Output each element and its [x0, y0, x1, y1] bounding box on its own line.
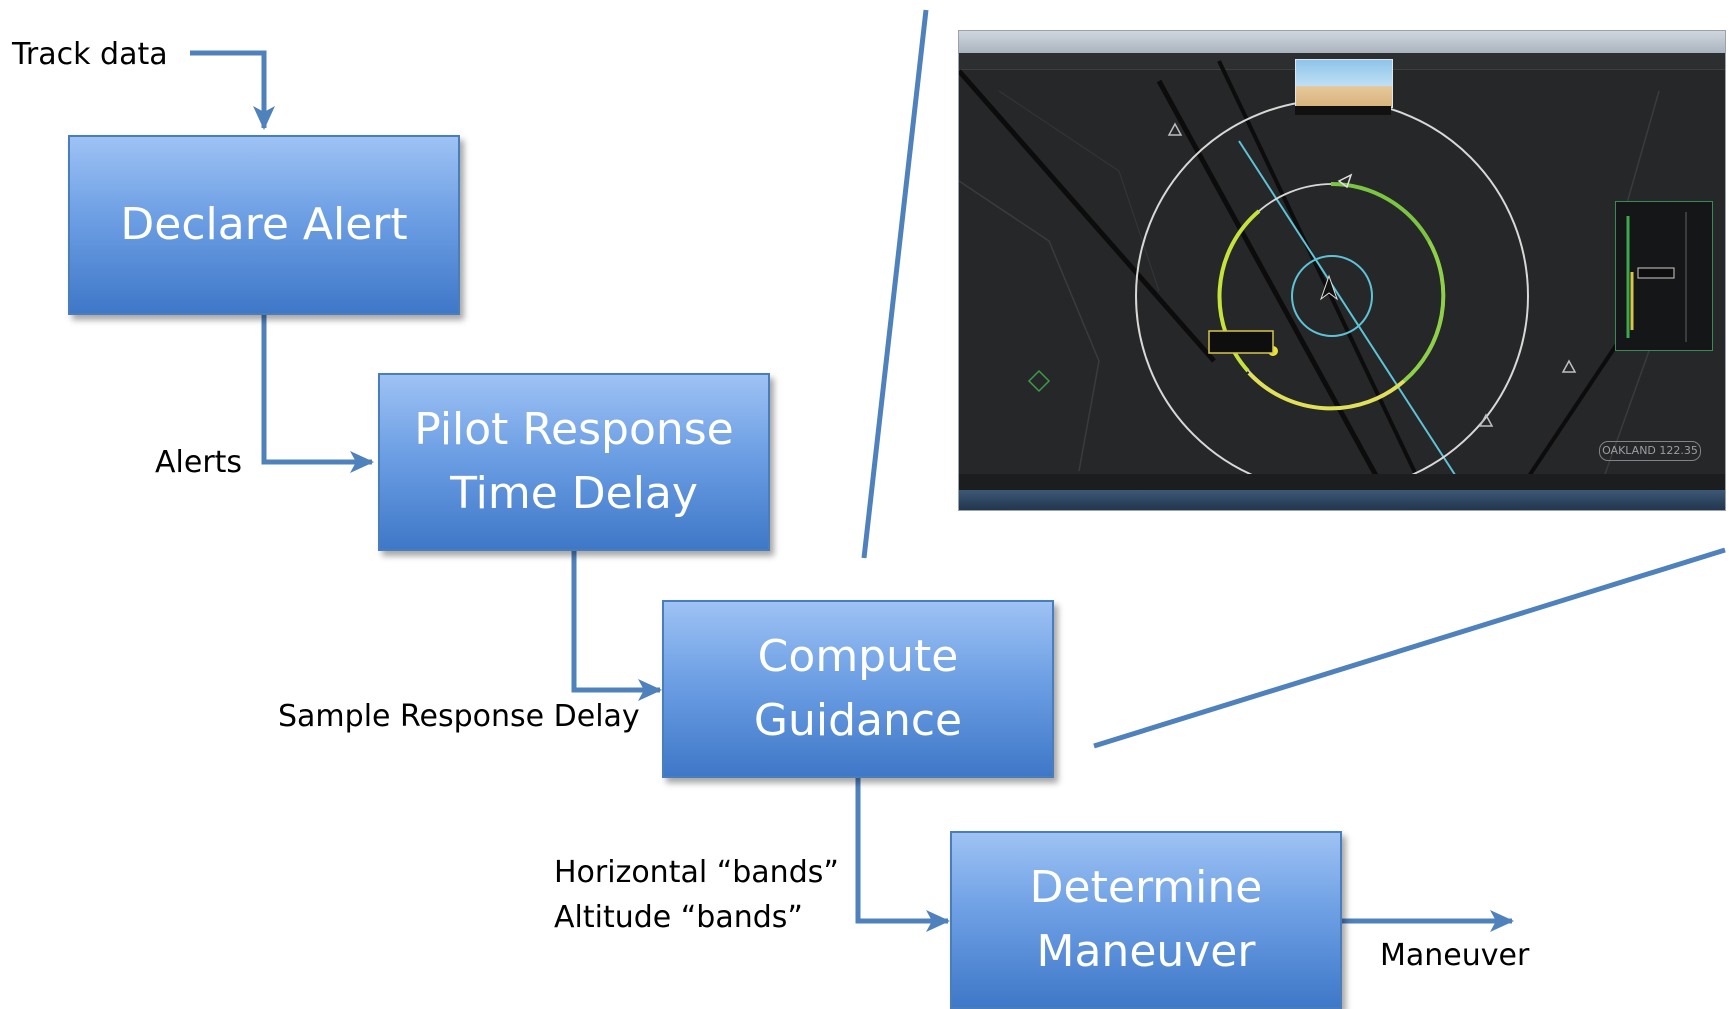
altitude-bands-panel — [1615, 201, 1713, 351]
traffic-display-screenshot: OAKLAND 122.35 — [958, 30, 1726, 511]
maneuver-output-label: Maneuver — [1380, 938, 1530, 973]
alerts-label: Alerts — [155, 445, 243, 480]
compute-guidance-label-line2: Guidance — [753, 695, 963, 746]
traffic-view-status — [1295, 106, 1391, 115]
window-title-bar — [959, 31, 1725, 53]
declare-alert-label: Declare Alert — [120, 199, 408, 250]
zoom-line-left — [861, 9, 929, 559]
track-data-label: Track data — [12, 37, 168, 72]
pilot-response-label-line2: Time Delay — [450, 468, 698, 519]
pilot-response-label-line1: Pilot Response — [414, 404, 734, 455]
declare-alert-box: Declare Alert — [68, 135, 460, 315]
altitude-tape — [1626, 212, 1687, 342]
arrow-track-data — [190, 50, 275, 130]
compute-guidance-label-line1: Compute — [757, 631, 959, 682]
traffic-view-panel — [1295, 59, 1393, 108]
arrow-sample-response-delay — [571, 551, 662, 701]
compute-guidance-box: Compute Guidance — [662, 600, 1054, 778]
radar-scope — [959, 60, 1661, 493]
determine-maneuver-box: Determine Maneuver — [950, 831, 1342, 1009]
zoom-line-right — [1093, 547, 1726, 749]
display-status-bar — [959, 474, 1725, 490]
windows-taskbar — [959, 490, 1725, 510]
horizontal-bands-label: Horizontal “bands” — [554, 855, 839, 890]
frequency-label: OAKLAND 122.35 — [1599, 441, 1701, 461]
sample-response-delay-label: Sample Response Delay — [278, 699, 640, 734]
altitude-bands-label: Altitude “bands” — [554, 900, 803, 935]
determine-maneuver-label-line1: Determine — [1029, 862, 1263, 913]
arrow-alerts — [261, 315, 374, 473]
arrow-guidance-bands — [855, 778, 950, 932]
determine-maneuver-label-line2: Maneuver — [1036, 926, 1256, 977]
pilot-response-box: Pilot Response Time Delay — [378, 373, 770, 551]
